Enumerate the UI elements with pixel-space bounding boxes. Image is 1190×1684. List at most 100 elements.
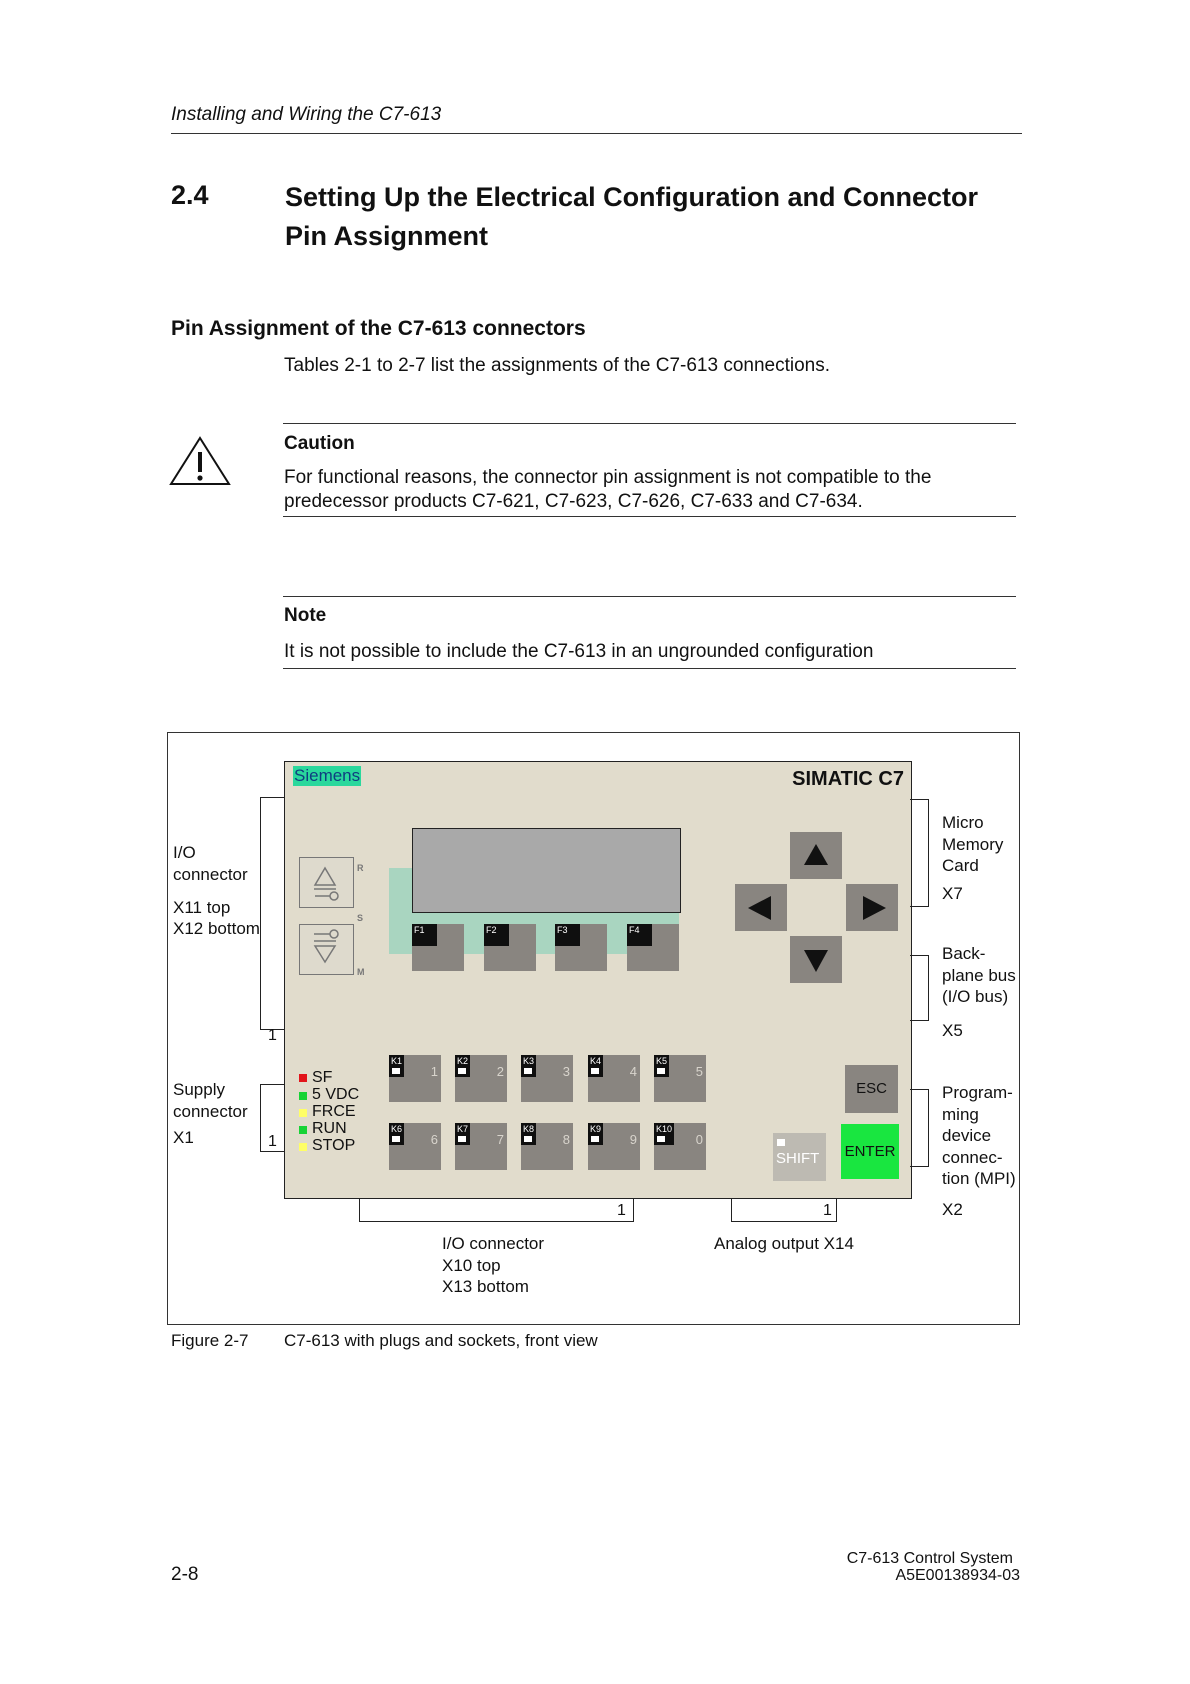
k2-number: 2 (496, 1064, 504, 1079)
arrow-up-key[interactable] (790, 832, 842, 879)
running-header: Installing and Wiring the C7-613 (171, 104, 442, 125)
vdc-led-label: 5 VDC (312, 1086, 360, 1103)
esc-key[interactable]: ESC (845, 1065, 898, 1113)
io-bottom-label-1: I/O connector (442, 1234, 545, 1253)
mode-up-key[interactable] (299, 857, 354, 908)
note-top-rule (283, 596, 1016, 597)
mpi-label-5: tion (MPI) (942, 1169, 1016, 1188)
f4-key[interactable]: F4 (627, 924, 679, 971)
shift-key[interactable]: SHIFT (773, 1133, 826, 1181)
stop-led (299, 1143, 307, 1151)
run-led (299, 1126, 307, 1134)
sf-led (299, 1074, 307, 1082)
io-bottom-pin-label: 1 (617, 1202, 626, 1219)
io-bottom-label-3: X13 bottom (442, 1277, 529, 1296)
page-number: 2-8 (171, 1564, 199, 1585)
mpi-label-4: connec- (942, 1148, 1003, 1167)
caution-top-rule (283, 423, 1016, 424)
mpi-label-3: device (942, 1126, 992, 1145)
f1-key-label: F1 (412, 924, 437, 946)
mode-letter-m: M (357, 967, 365, 977)
mpi-label-1: Program- (942, 1083, 1013, 1102)
section-title: Setting Up the Electrical Configuration … (285, 182, 979, 251)
mpi-label-2: ming (942, 1105, 979, 1124)
doc-title: C7-613 Control System (846, 1550, 1013, 1567)
caution-line-2: predecessor products C7-621, C7-623, C7-… (284, 491, 863, 512)
mmc-label-4: X7 (942, 884, 963, 903)
figure-frame: Siemens SIMATIC C7 R S M F1 (167, 732, 1020, 1325)
mpi-label-6: X2 (942, 1200, 963, 1219)
supply-pin-label: 1 (268, 1133, 277, 1150)
k9-number: 9 (629, 1132, 637, 1147)
f2-key[interactable]: F2 (484, 924, 536, 971)
figure-number: Figure 2-7 (171, 1331, 249, 1350)
shift-key-label: SHIFT (776, 1150, 820, 1167)
f1-key[interactable]: F1 (412, 924, 464, 971)
enter-key[interactable]: ENTER (841, 1124, 899, 1179)
mpi-bracket (910, 1089, 929, 1167)
section-number: 2.4 (171, 180, 209, 210)
supply-label-3: X1 (173, 1128, 194, 1147)
mode-down-key[interactable] (299, 924, 354, 975)
backplane-label-3: (I/O bus) (942, 987, 1009, 1006)
frce-led (299, 1109, 307, 1117)
doc-id: A5E00138934-03 (895, 1567, 1020, 1584)
k4-number: 4 (629, 1064, 637, 1079)
backplane-bracket (910, 955, 929, 1021)
io-left-label-3: X11 top (173, 898, 231, 917)
f3-key-label: F3 (555, 924, 580, 946)
io-bottom-bracket (359, 1199, 634, 1222)
figure-caption: C7-613 with plugs and sockets, front vie… (284, 1331, 598, 1350)
mmc-label-2: Memory (942, 835, 1004, 854)
arrow-right-icon (863, 896, 886, 920)
warning-icon (169, 436, 231, 485)
supply-label-1: Supply (173, 1080, 225, 1099)
k7-number: 7 (496, 1132, 504, 1147)
backplane-label-4: X5 (942, 1021, 963, 1040)
k10-number: 0 (695, 1132, 703, 1147)
model-label: SIMATIC C7 (792, 768, 904, 790)
sf-led-label: SF (312, 1069, 333, 1086)
mmc-label-1: Micro (942, 813, 984, 832)
analog-label: Analog output X14 (714, 1234, 854, 1253)
stop-led-label: STOP (312, 1137, 356, 1154)
k6-number: 6 (430, 1132, 438, 1147)
f4-key-label: F4 (627, 924, 652, 946)
mode-letter-r: R (357, 863, 364, 873)
supply-bracket (260, 1084, 285, 1152)
io-left-pin-label: 1 (268, 1027, 277, 1044)
shift-indicator (777, 1139, 785, 1146)
arrow-left-key[interactable] (735, 884, 787, 931)
arrow-up-icon (804, 844, 828, 865)
intro-paragraph: Tables 2-1 to 2-7 list the assignments o… (284, 355, 831, 376)
io-left-label-1: I/O (173, 843, 196, 862)
f2-key-label: F2 (484, 924, 509, 946)
arrow-down-key[interactable] (790, 936, 842, 983)
caution-title: Caution (284, 433, 355, 454)
brand-label: Siemens (293, 766, 362, 786)
arrow-left-icon (748, 896, 771, 920)
f3-key[interactable]: F3 (555, 924, 607, 971)
mode-letter-s: S (357, 913, 364, 923)
io-left-bracket (260, 797, 285, 1030)
backplane-label-1: Back- (942, 944, 986, 963)
io-left-label-4: X12 bottom (173, 919, 260, 938)
analog-bracket (731, 1199, 837, 1222)
note-title: Note (284, 605, 327, 626)
k5-number: 5 (695, 1064, 703, 1079)
io-bottom-label-2: X10 top (442, 1256, 501, 1275)
note-text: It is not possible to include the C7-613… (284, 641, 874, 662)
arrow-right-key[interactable] (846, 884, 898, 931)
backplane-label-2: plane bus (942, 966, 1016, 985)
caution-line-1: For functional reasons, the connector pi… (284, 467, 932, 488)
